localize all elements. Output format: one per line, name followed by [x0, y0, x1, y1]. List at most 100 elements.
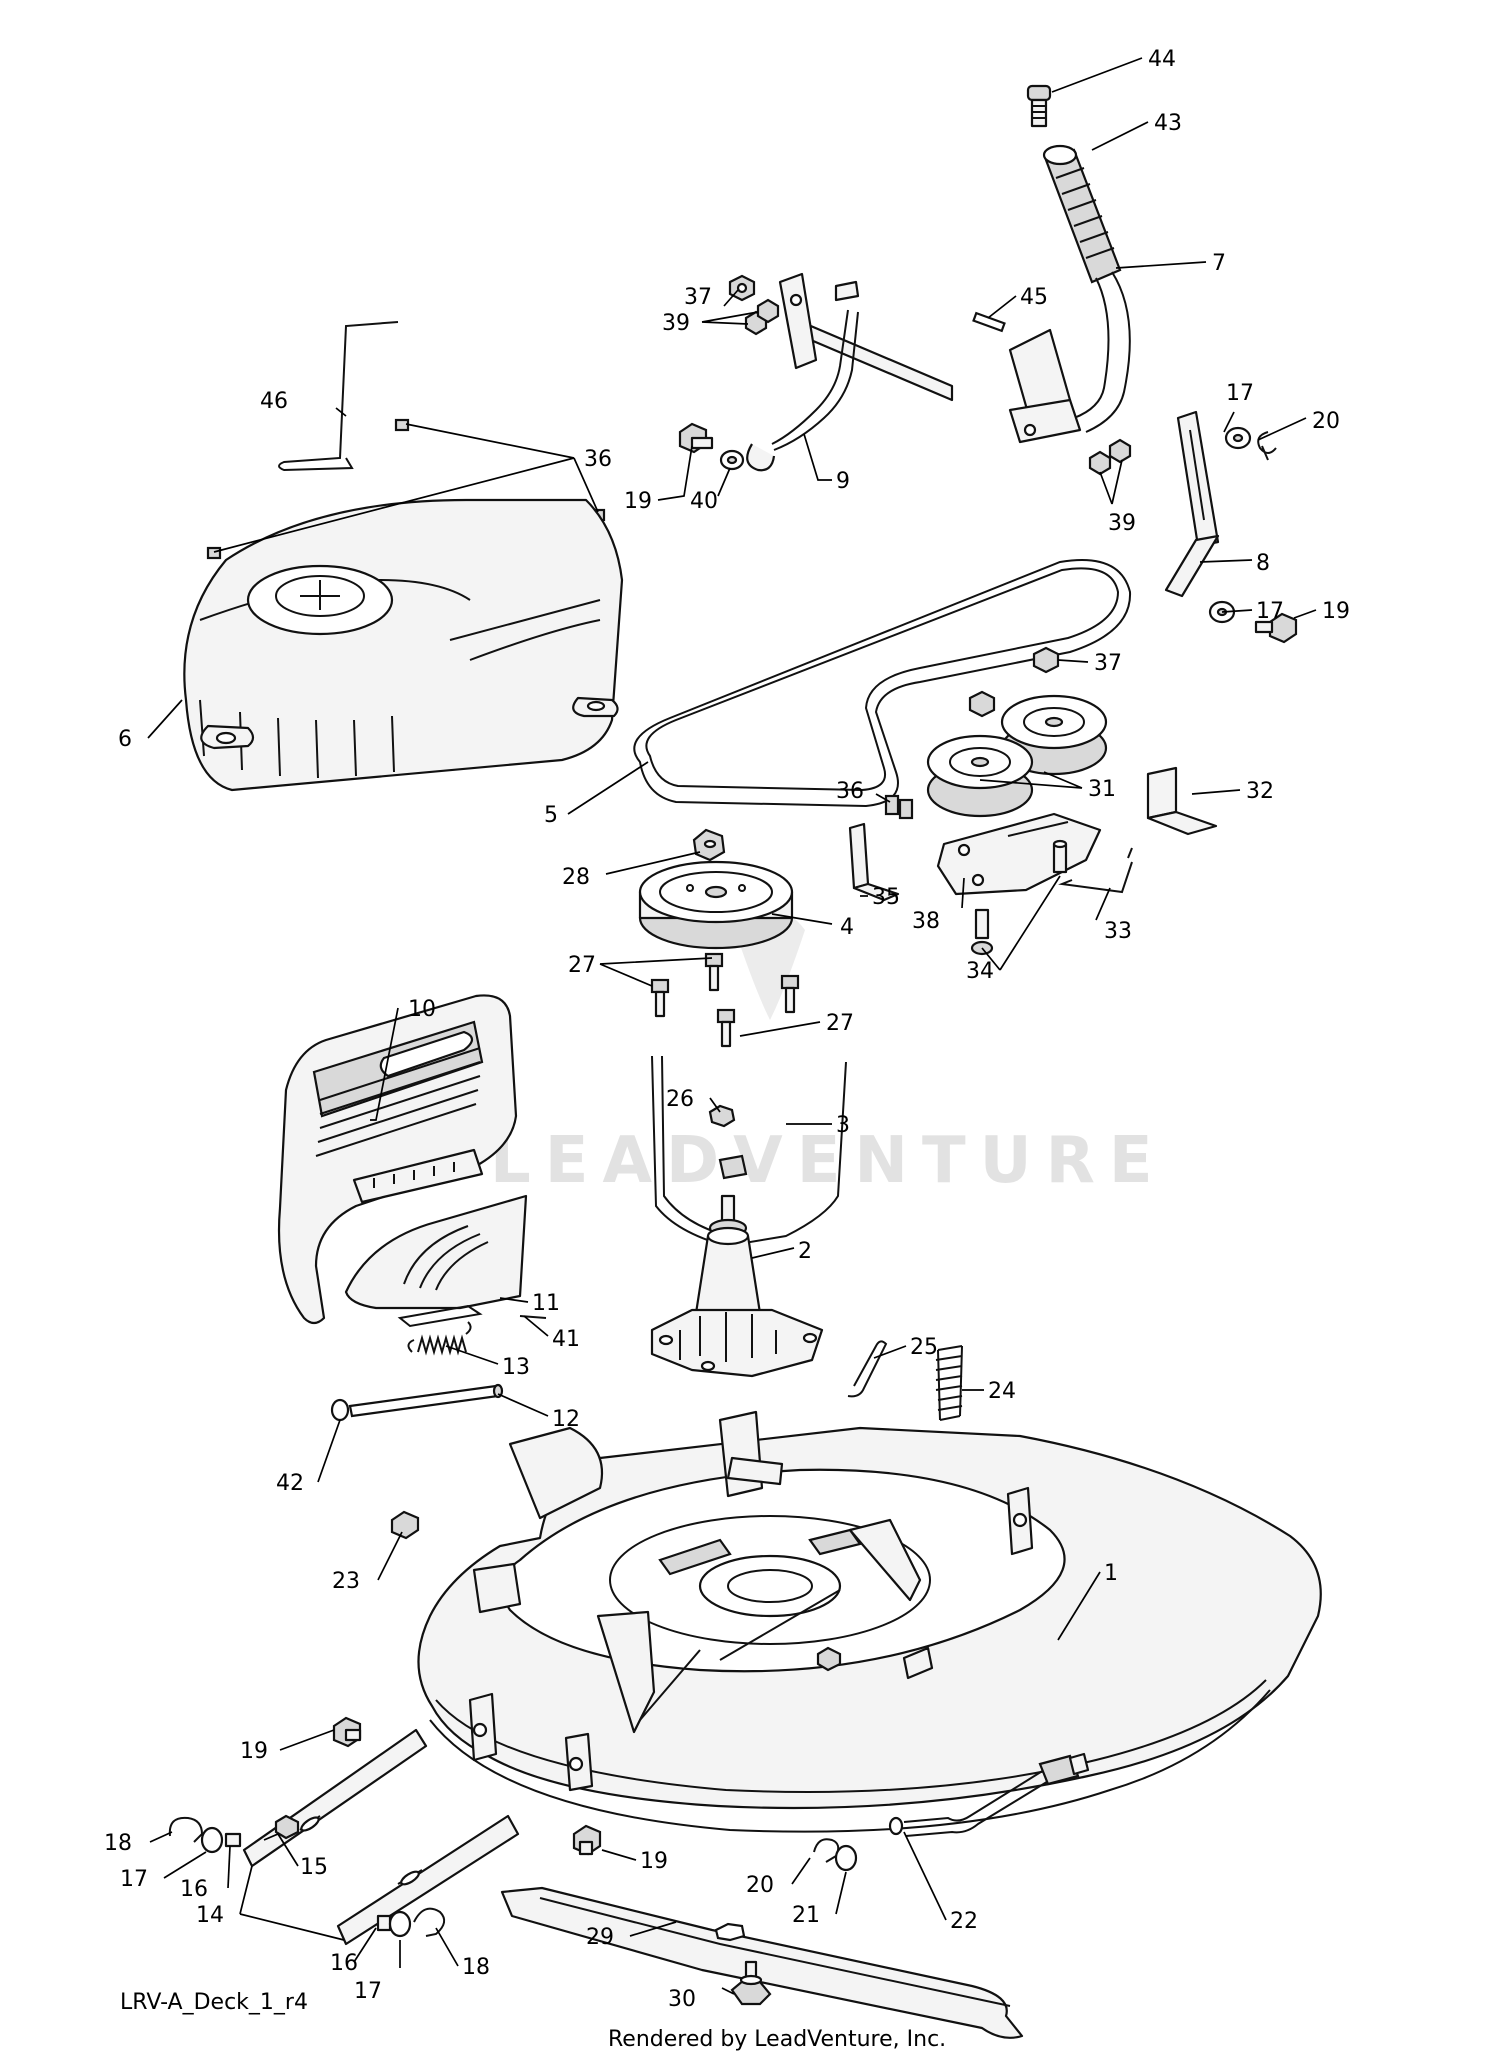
- part-20-clip-lower: [813, 1838, 840, 1863]
- rendered-by-footer: Rendered by LeadVenture, Inc.: [608, 2027, 947, 2052]
- part-8-link: [1164, 410, 1220, 598]
- callout-26: 26: [666, 1087, 694, 1112]
- part-25-hairpin: [847, 1340, 888, 1398]
- callout-20-a: 20: [1312, 409, 1340, 434]
- part-37-nut-mid-2: [968, 690, 996, 718]
- watermark-text: LEADVENTURE: [490, 1124, 1167, 1198]
- callout-17-b: 17: [1256, 599, 1284, 624]
- part-37-nut: [728, 274, 756, 302]
- callout-17-d: 17: [354, 1979, 382, 2004]
- part-44-bolt: [1026, 84, 1052, 128]
- part-31-idler-pulleys: [926, 694, 1108, 818]
- callout-9: 9: [836, 469, 850, 494]
- callout-37-b: 37: [1094, 651, 1122, 676]
- leadventure-watermark: LEADVENTURE: [490, 910, 1167, 1198]
- callout-33: 33: [1104, 919, 1132, 944]
- part-13-spring: [407, 1321, 472, 1356]
- part-16-spacer: [224, 1832, 242, 1848]
- callout-labels: 44 43 7 45 37 39 9 40 19 17 20 8 39 17 1…: [104, 47, 1350, 2012]
- callout-23: 23: [332, 1569, 360, 1594]
- part-38-idler-arm: [936, 812, 1102, 896]
- callout-27-a: 27: [568, 953, 596, 978]
- callout-44: 44: [1148, 47, 1176, 72]
- callout-3: 3: [836, 1113, 850, 1138]
- part-27-bolts: [650, 952, 800, 1048]
- callout-41: 41: [552, 1327, 580, 1352]
- part-11-chute-deflector: [344, 1194, 528, 1328]
- callout-18-a: 18: [104, 1831, 132, 1856]
- callout-28: 28: [562, 865, 590, 890]
- part-35-bracket: [848, 822, 900, 902]
- part-19-bolt-right: [1254, 612, 1298, 644]
- callout-11: 11: [532, 1291, 560, 1316]
- part-29-blade: [500, 1886, 1024, 2039]
- callout-34: 34: [966, 959, 994, 984]
- callout-17-c: 17: [120, 1867, 148, 1892]
- callout-17-a: 17: [1226, 381, 1254, 406]
- part-26-nut: [708, 1104, 736, 1128]
- callout-36-b: 36: [836, 779, 864, 804]
- callout-27-b: 27: [826, 1011, 854, 1036]
- part-6-belt-cover: [183, 498, 624, 792]
- callout-35: 35: [872, 885, 900, 910]
- part-19-bolt-lower-2: [572, 1824, 602, 1856]
- part-17-washer-lower-2: [388, 1910, 412, 1938]
- part-17-washer: [1224, 426, 1252, 450]
- leader-lines: [147, 57, 1317, 1995]
- part-10-discharge-chute: [277, 994, 518, 1325]
- part-16-spacer-2: [376, 1914, 392, 1932]
- callout-8: 8: [1256, 551, 1270, 576]
- part-2-spindle-housing: [650, 1194, 824, 1378]
- callout-2: 2: [798, 1239, 812, 1264]
- part-37-nut-mid: [1032, 646, 1060, 674]
- part-30-blade-bolt: [730, 1960, 772, 2006]
- part-19-bolt: [678, 422, 714, 454]
- callout-43: 43: [1154, 111, 1182, 136]
- part-46-rod: [278, 321, 399, 472]
- callout-22: 22: [950, 1909, 978, 1934]
- callout-38: 38: [912, 909, 940, 934]
- callout-21: 21: [792, 1903, 820, 1928]
- part-18-clip-2: [413, 1907, 446, 1937]
- callout-5: 5: [544, 803, 558, 828]
- callout-42: 42: [276, 1471, 304, 1496]
- part-28-nut: [692, 828, 726, 862]
- callout-29: 29: [586, 1925, 614, 1950]
- callout-31: 31: [1088, 777, 1116, 802]
- callout-45: 45: [1020, 285, 1048, 310]
- callout-14: 14: [196, 1903, 224, 1928]
- part-21-washer: [834, 1844, 858, 1872]
- callout-18-b: 18: [462, 1955, 490, 1980]
- callout-16-b: 16: [330, 1951, 358, 1976]
- callout-19-b: 19: [1322, 599, 1350, 624]
- callout-12: 12: [552, 1407, 580, 1432]
- callout-13: 13: [502, 1355, 530, 1380]
- part-1-mower-deck: [417, 1410, 1322, 1833]
- part-15-nut: [274, 1814, 300, 1840]
- callout-39: 39: [662, 311, 690, 336]
- callout-40: 40: [690, 489, 718, 514]
- part-43-grip: [1042, 144, 1122, 284]
- part-12-pivot-rod: [348, 1383, 504, 1418]
- part-40-washer: [719, 449, 745, 471]
- drawing-id-label: LRV-A_Deck_1_r4: [120, 1990, 308, 2015]
- part-18-clip: [168, 1816, 204, 1843]
- part-4-spindle-pulley: [638, 860, 794, 950]
- callout-46: 46: [260, 389, 288, 414]
- part-42-clip: [330, 1398, 350, 1422]
- part-22-link-rod: [888, 1752, 1090, 1837]
- part-23-nut: [390, 1510, 420, 1540]
- part-7-lift-lever: [1008, 271, 1131, 444]
- callout-19-d: 19: [640, 1849, 668, 1874]
- part-19-bolt-lower: [332, 1716, 362, 1748]
- callout-30: 30: [668, 1987, 696, 2012]
- part-20-clip: [1257, 431, 1277, 461]
- callout-32: 32: [1246, 779, 1274, 804]
- callout-25: 25: [910, 1335, 938, 1360]
- part-17-washer-lower: [200, 1826, 224, 1854]
- callout-19-a: 19: [624, 489, 652, 514]
- callout-36-a: 36: [584, 447, 612, 472]
- callout-6: 6: [118, 727, 132, 752]
- callout-7: 7: [1212, 251, 1226, 276]
